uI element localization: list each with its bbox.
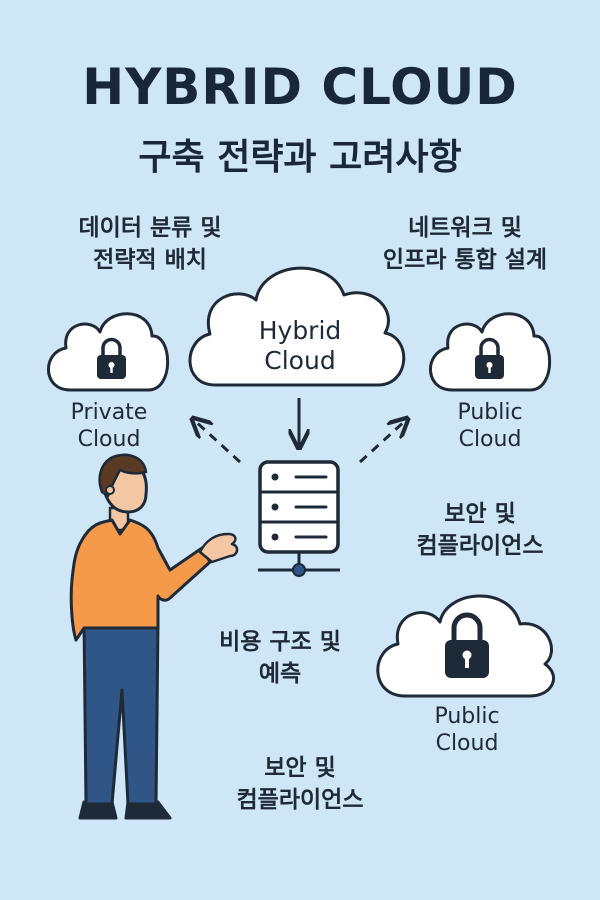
public-cloud-bottom-label: Public Cloud	[402, 703, 532, 757]
topic-line: 컴플라이언스	[236, 787, 364, 813]
dashed-arrow-left	[194, 420, 242, 464]
dashed-arrow-right	[358, 420, 406, 464]
cloud-label-line: Private	[70, 400, 148, 425]
public-cloud-top-icon	[429, 312, 552, 392]
hybrid-cloud-label: Hybrid Cloud	[220, 316, 380, 376]
topic-security-compliance-bottom: 보안 및 컴플라이언스	[200, 752, 400, 816]
public-cloud-top-label: Public Cloud	[425, 399, 555, 453]
private-cloud-label: Private Cloud	[44, 399, 174, 453]
topic-line: 보안 및	[264, 755, 336, 781]
page-title: HYBRID CLOUD	[82, 58, 518, 116]
topic-line: 예측	[258, 661, 302, 687]
topic-line: 비용 구조 및	[219, 629, 341, 655]
private-cloud-icon	[47, 312, 170, 392]
lock-icon	[475, 337, 504, 379]
topic-line: 전략적 배치	[93, 247, 207, 273]
topic-line: 인프라 통합 설계	[382, 247, 548, 273]
server-icon	[258, 460, 340, 577]
hybrid-cloud-icon	[188, 266, 406, 387]
cloud-label-line: Cloud	[77, 427, 141, 452]
topic-network-integration: 네트워크 및 인프라 통합 설계	[360, 212, 570, 276]
cloud-label-line: Cloud	[435, 731, 499, 756]
lock-icon	[445, 612, 489, 678]
cloud-label-line: Cloud	[458, 427, 522, 452]
topic-cost-structure: 비용 구조 및 예측	[190, 626, 370, 690]
topic-line: 보안 및	[444, 501, 516, 527]
topic-data-classification: 데이터 분류 및 전략적 배치	[50, 212, 250, 276]
cloud-label-line: Public	[457, 400, 523, 425]
topic-line: 데이터 분류 및	[78, 215, 222, 241]
topic-security-compliance-right: 보안 및 컴플라이언스	[390, 498, 570, 562]
cloud-label-line: Public	[434, 704, 500, 729]
presenter-figure	[69, 453, 239, 820]
cloud-label-line: Hybrid	[258, 316, 342, 345]
cloud-label-line: Cloud	[264, 346, 336, 375]
topic-line: 네트워크 및	[408, 215, 522, 241]
lock-icon	[97, 337, 126, 379]
page-subtitle: 구축 전략과 고려사항	[138, 137, 462, 178]
topic-line: 컴플라이언스	[416, 533, 544, 559]
